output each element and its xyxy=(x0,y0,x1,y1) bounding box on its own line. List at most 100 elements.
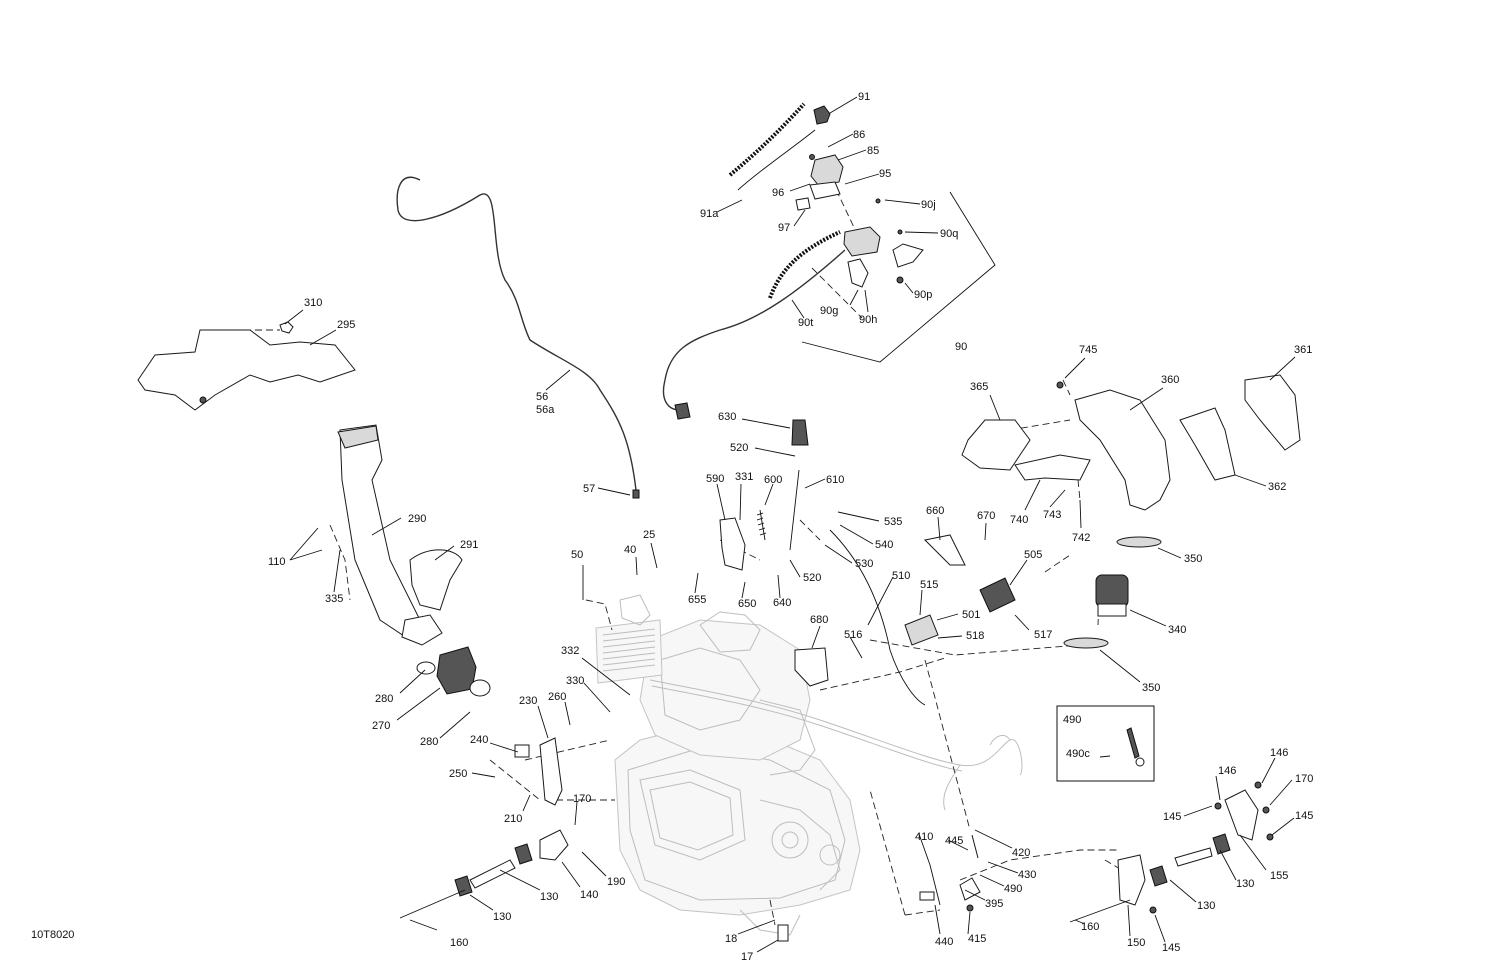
callout-490-box: 490 xyxy=(1063,714,1081,726)
callout-291: 291 xyxy=(460,539,478,551)
callout-86: 86 xyxy=(853,129,865,141)
callout-332: 332 xyxy=(561,645,579,657)
callout-655: 655 xyxy=(688,594,706,606)
callout-630: 630 xyxy=(718,411,736,423)
callout-90j: 90j xyxy=(921,199,936,211)
callout-640: 640 xyxy=(773,597,791,609)
callout-91: 91 xyxy=(858,91,870,103)
callout-650: 650 xyxy=(738,598,756,610)
callout-230: 230 xyxy=(519,695,537,707)
callout-440: 440 xyxy=(935,936,953,948)
callout-395: 395 xyxy=(985,898,1003,910)
callout-530: 530 xyxy=(855,558,873,570)
callout-140: 140 xyxy=(580,889,598,901)
callout-145-bottom: 145 xyxy=(1162,942,1180,954)
callout-170-left: 170 xyxy=(573,793,591,805)
callout-146-left: 146 xyxy=(1218,765,1236,777)
callout-590: 590 xyxy=(706,473,724,485)
callout-280-top: 280 xyxy=(375,693,393,705)
callout-290: 290 xyxy=(408,513,426,525)
callout-445: 445 xyxy=(945,835,963,847)
callout-610: 610 xyxy=(826,474,844,486)
detail-490-box xyxy=(1056,705,1155,782)
callout-96: 96 xyxy=(772,187,784,199)
callout-160-right: 160 xyxy=(1081,921,1099,933)
callout-350-top: 350 xyxy=(1184,553,1202,565)
callout-540: 540 xyxy=(875,539,893,551)
callout-490: 490 xyxy=(1004,883,1022,895)
callout-90: 90 xyxy=(955,341,967,353)
callout-330: 330 xyxy=(566,675,584,687)
callout-515: 515 xyxy=(920,579,938,591)
callout-17: 17 xyxy=(741,951,753,963)
callout-745: 745 xyxy=(1079,344,1097,356)
callout-170-right: 170 xyxy=(1295,773,1313,785)
group-90-bracket xyxy=(801,191,996,363)
callout-145-right: 145 xyxy=(1295,810,1313,822)
callout-743: 743 xyxy=(1043,509,1061,521)
callout-150: 150 xyxy=(1127,937,1145,949)
callout-331: 331 xyxy=(735,471,753,483)
callout-430: 430 xyxy=(1018,869,1036,881)
callout-146-right: 146 xyxy=(1270,747,1288,759)
callout-57: 57 xyxy=(583,483,595,495)
callout-90h: 90h xyxy=(859,314,877,326)
callout-310: 310 xyxy=(304,297,322,309)
callout-362: 362 xyxy=(1268,481,1286,493)
callout-145-left: 145 xyxy=(1163,811,1181,823)
callout-520-bottom: 520 xyxy=(803,572,821,584)
callout-250: 250 xyxy=(449,768,467,780)
callout-270: 270 xyxy=(372,720,390,732)
callout-90q: 90q xyxy=(940,228,958,240)
callout-95: 95 xyxy=(879,168,891,180)
callout-130-left-b: 130 xyxy=(493,911,511,923)
callout-56: 56 xyxy=(536,391,548,403)
callout-40: 40 xyxy=(624,544,636,556)
leader-lines xyxy=(284,96,1296,953)
callout-335: 335 xyxy=(325,593,343,605)
callout-260: 260 xyxy=(548,691,566,703)
parts xyxy=(137,102,1301,942)
callout-501: 501 xyxy=(962,609,980,621)
callout-516: 516 xyxy=(844,629,862,641)
callout-410: 410 xyxy=(915,831,933,843)
callout-90p: 90p xyxy=(914,289,932,301)
callout-240: 240 xyxy=(470,734,488,746)
callout-25: 25 xyxy=(643,529,655,541)
callout-130-left-a: 130 xyxy=(540,891,558,903)
callout-505: 505 xyxy=(1024,549,1042,561)
callout-490c: 490c xyxy=(1066,748,1090,760)
callout-190: 190 xyxy=(607,876,625,888)
callout-50: 50 xyxy=(571,549,583,561)
engine-block xyxy=(595,594,1023,936)
callout-90t: 90t xyxy=(798,317,813,329)
callout-97: 97 xyxy=(778,222,790,234)
callout-130-right-a: 130 xyxy=(1236,878,1254,890)
callout-110: 110 xyxy=(268,556,286,568)
callout-295: 295 xyxy=(337,319,355,331)
callout-740: 740 xyxy=(1010,514,1028,526)
callout-742: 742 xyxy=(1072,532,1090,544)
callout-670: 670 xyxy=(977,510,995,522)
callout-18: 18 xyxy=(725,933,737,945)
callout-155: 155 xyxy=(1270,870,1288,882)
callout-210: 210 xyxy=(504,813,522,825)
callout-361: 361 xyxy=(1294,344,1312,356)
callout-90g: 90g xyxy=(820,305,838,317)
callout-91a: 91a xyxy=(700,208,719,220)
callout-labels: 91 86 85 95 96 91a 97 90j 90q 90p 90g 90… xyxy=(268,91,1313,963)
callout-420: 420 xyxy=(1012,847,1030,859)
callout-415: 415 xyxy=(968,933,986,945)
callout-510: 510 xyxy=(892,570,910,582)
callout-365: 365 xyxy=(970,381,988,393)
callout-340: 340 xyxy=(1168,624,1186,636)
callout-600: 600 xyxy=(764,474,782,486)
callout-85: 85 xyxy=(867,145,879,157)
callout-518: 518 xyxy=(966,630,984,642)
callout-280-bottom: 280 xyxy=(420,736,438,748)
callout-520-top: 520 xyxy=(730,442,748,454)
callout-350-bottom: 350 xyxy=(1142,682,1160,694)
callout-535: 535 xyxy=(884,516,902,528)
